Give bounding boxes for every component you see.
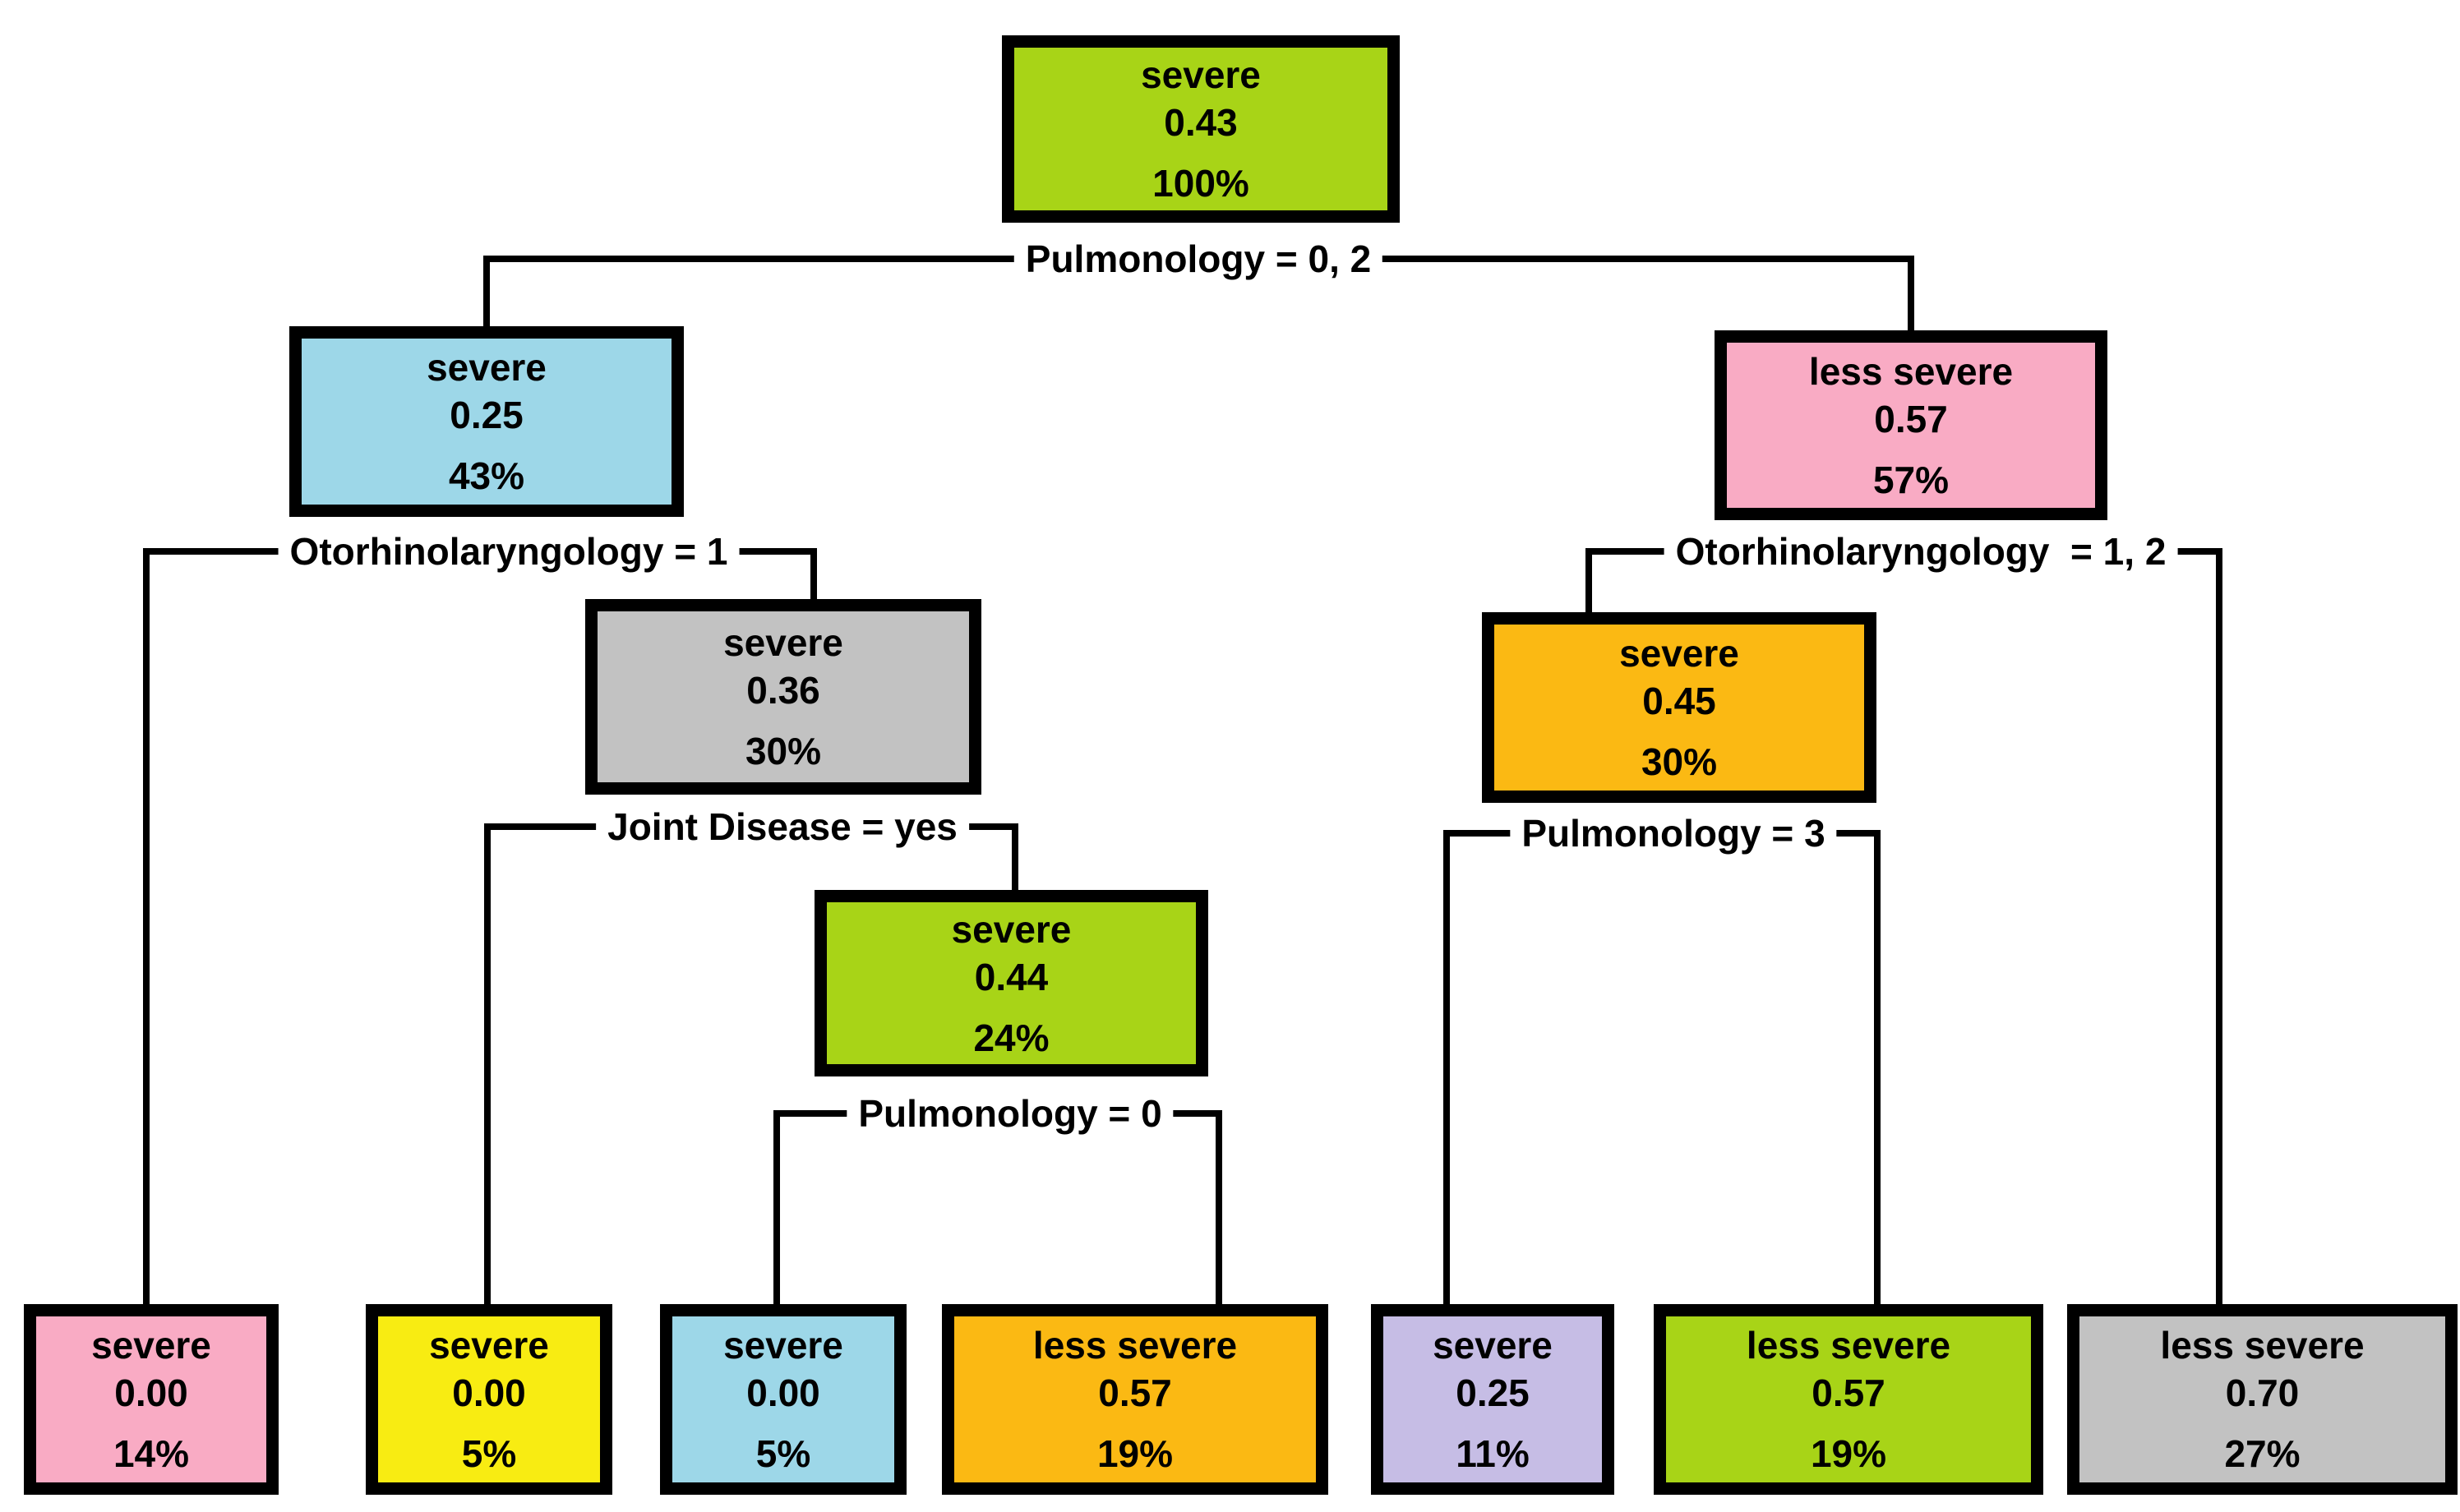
tree-node-rl: severe 0.45 30% [1482, 612, 1876, 803]
node-percent: 24% [973, 1016, 1050, 1059]
tree-leaf-lrrr: less severe 0.57 19% [942, 1304, 1328, 1495]
tree-node-lr: severe 0.36 30% [585, 599, 981, 795]
tree-leaf-rr: less severe 0.70 27% [2067, 1304, 2458, 1495]
node-class: severe [723, 1324, 843, 1367]
split-label-pulmonology-0: Pulmonology = 0 [847, 1090, 1174, 1137]
node-probability: 0.45 [1642, 680, 1716, 722]
split-label-joint-disease-yes: Joint Disease = yes [596, 803, 969, 850]
tree-leaf-rll: severe 0.25 11% [1371, 1304, 1614, 1495]
node-percent: 5% [461, 1432, 517, 1475]
split-label-otorhinolaryngology-1: Otorhinolaryngology = 1 [278, 528, 740, 575]
node-percent: 30% [1641, 740, 1718, 783]
node-probability: 0.57 [1874, 397, 1948, 440]
node-percent: 5% [755, 1432, 811, 1475]
node-probability: 0.57 [1812, 1371, 1885, 1414]
node-class: severe [427, 346, 547, 389]
node-percent: 100% [1152, 162, 1249, 205]
tree-leaf-lrl: severe 0.00 5% [366, 1304, 612, 1495]
tree-node-r: less severe 0.57 57% [1715, 330, 2107, 520]
node-class: less severe [2160, 1324, 2365, 1367]
tree-node-lrr: severe 0.44 24% [815, 890, 1208, 1076]
node-probability: 0.44 [974, 955, 1049, 998]
node-class: severe [429, 1324, 549, 1367]
node-class: severe [1619, 632, 1739, 675]
node-class: severe [1433, 1324, 1553, 1367]
node-class: less severe [1032, 1324, 1238, 1367]
node-class: severe [1141, 53, 1261, 96]
node-probability: 0.57 [1098, 1371, 1172, 1414]
node-class: severe [723, 621, 843, 664]
node-percent: 19% [1096, 1432, 1174, 1475]
node-probability: 0.43 [1164, 101, 1238, 144]
tree-leaf-ll: severe 0.00 14% [24, 1304, 279, 1495]
node-percent: 19% [1810, 1432, 1887, 1475]
node-probability: 0.36 [746, 669, 820, 712]
node-probability: 0.70 [2225, 1371, 2300, 1414]
node-percent: 14% [113, 1432, 190, 1475]
node-probability: 0.00 [114, 1371, 188, 1414]
node-percent: 30% [745, 730, 822, 772]
node-class: less severe [1746, 1324, 1951, 1367]
node-probability: 0.00 [746, 1371, 820, 1414]
node-class: severe [91, 1324, 211, 1367]
node-percent: 43% [448, 454, 525, 497]
node-probability: 0.00 [452, 1371, 526, 1414]
tree-node-l: severe 0.25 43% [289, 326, 684, 517]
tree-leaf-rlr: less severe 0.57 19% [1654, 1304, 2043, 1495]
split-label-pulmonology-0-2: Pulmonology = 0, 2 [1013, 235, 1383, 283]
node-percent: 57% [1872, 458, 1950, 501]
node-class: less severe [1808, 349, 2014, 393]
split-label-otorhinolaryngology-1-2: Otorhinolaryngology = 1, 2 [1664, 528, 2178, 575]
node-percent: 27% [2224, 1432, 2301, 1475]
node-class: severe [951, 907, 1072, 951]
split-label-pulmonology-3: Pulmonology = 3 [1510, 809, 1837, 857]
node-percent: 11% [1456, 1432, 1530, 1475]
node-probability: 0.25 [1456, 1371, 1530, 1414]
tree-node-root: severe 0.43 100% [1002, 35, 1400, 223]
node-probability: 0.25 [450, 394, 524, 436]
tree-leaf-lrrl: severe 0.00 5% [660, 1304, 907, 1495]
